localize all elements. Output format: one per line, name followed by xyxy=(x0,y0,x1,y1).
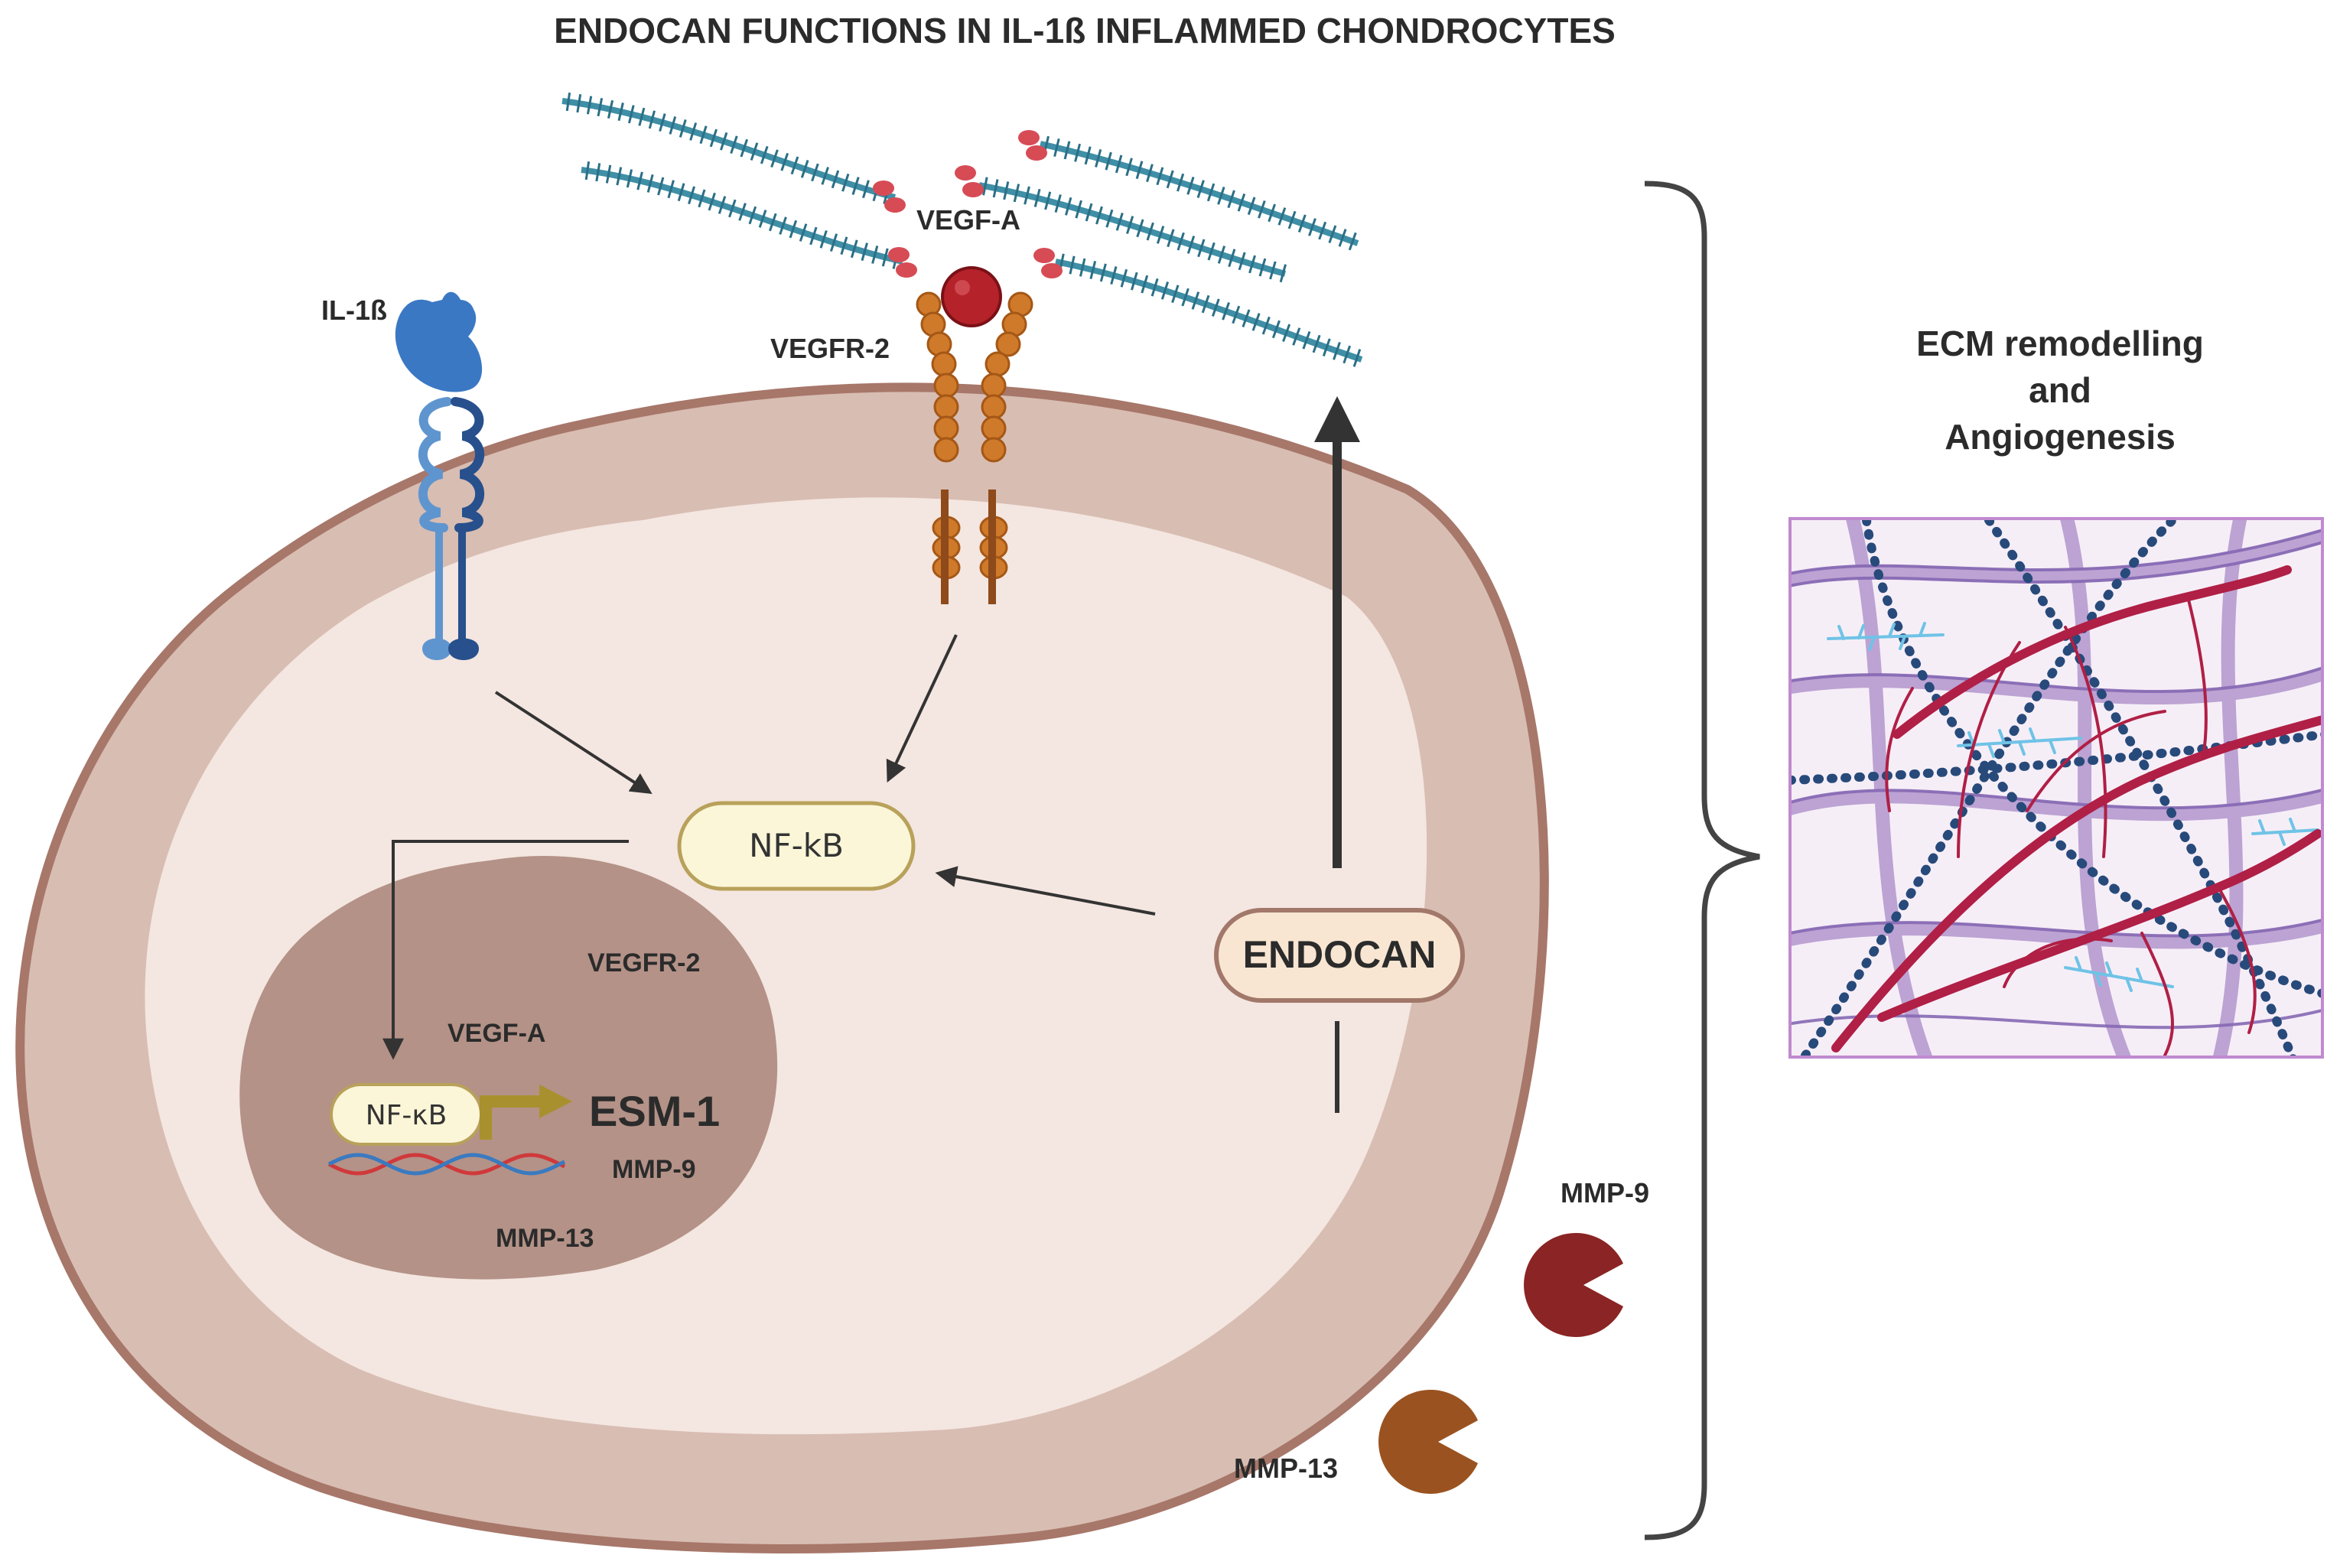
il1b-label: IL-1ß xyxy=(321,294,387,326)
diagram-title: ENDOCAN FUNCTIONS IN IL-1ß INFLAMMED CHO… xyxy=(554,11,1616,50)
arrow-vegfr2-to-nfkb xyxy=(886,634,958,783)
nucleus xyxy=(239,856,778,1280)
vegfa-ligand-icon xyxy=(941,266,1002,327)
esm1-label: ESM-1 xyxy=(589,1087,720,1135)
mmp9-outside-label: MMP-9 xyxy=(1561,1177,1649,1209)
ecm-angiogenesis-panel-icon xyxy=(1788,517,2324,1059)
outcome-text-line1: ECM remodelling xyxy=(1916,324,2204,363)
vegfa-top-label: VEGF-A xyxy=(916,204,1020,236)
arrow-endocan-to-nfkb xyxy=(935,866,1156,916)
endocan-pill: ENDOCAN xyxy=(1214,908,1465,1003)
vegfa-nucleus-label: VEGF-A xyxy=(447,1019,545,1048)
arrow-nfkb-to-nucleus xyxy=(382,840,629,1060)
nfkb-cytoplasm-label: NF-kB xyxy=(749,827,844,864)
nfkb-nucleus-label: NF-κB xyxy=(366,1100,447,1131)
arrow-il1-to-nfkb xyxy=(494,691,653,795)
outcome-text-line2: and xyxy=(2029,370,2091,410)
mmp13-outside-label: MMP-13 xyxy=(1234,1453,1338,1484)
mmp13-nucleus-label: MMP-13 xyxy=(496,1224,594,1253)
vegfr2-receptor-icon xyxy=(916,291,1033,604)
signal-arrows xyxy=(382,634,1156,1060)
outcome-bracket xyxy=(1644,181,1760,1540)
mmp9-nucleus-label: MMP-9 xyxy=(612,1155,696,1184)
mmp13-enzyme-icon xyxy=(1378,1390,1478,1494)
nfkb-nucleus-pill: NF-κB xyxy=(330,1083,483,1146)
outcome-text-line3: Angiogenesis xyxy=(1945,417,2176,457)
ecm-fibers xyxy=(561,92,1363,367)
nfkb-cytoplasm-pill: NF-kB xyxy=(677,801,916,891)
dna-helix-icon xyxy=(327,1153,566,1176)
endocan-label: ENDOCAN xyxy=(1243,933,1437,976)
il1-receptor-icon xyxy=(395,291,485,660)
transcription-arrow-icon xyxy=(480,1095,545,1140)
chondrocyte-cell xyxy=(15,382,1549,1553)
vegfr2-nucleus-label: VEGFR-2 xyxy=(587,948,700,978)
vegfr2-top-label: VEGFR-2 xyxy=(770,333,890,364)
mmp9-enzyme-icon xyxy=(1524,1233,1623,1337)
